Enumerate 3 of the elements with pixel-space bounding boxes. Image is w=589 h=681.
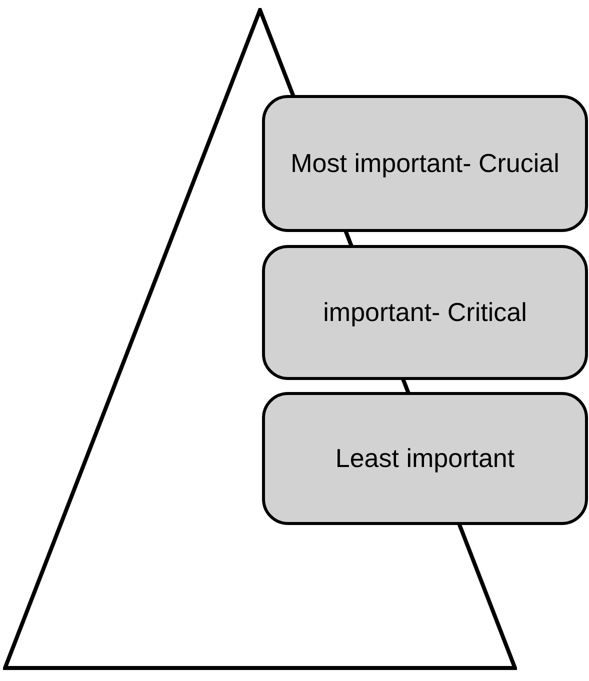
level-box: Most important- Crucial [262, 95, 588, 232]
level-box: important- Critical [262, 245, 588, 380]
level-box: Least important [262, 392, 588, 525]
